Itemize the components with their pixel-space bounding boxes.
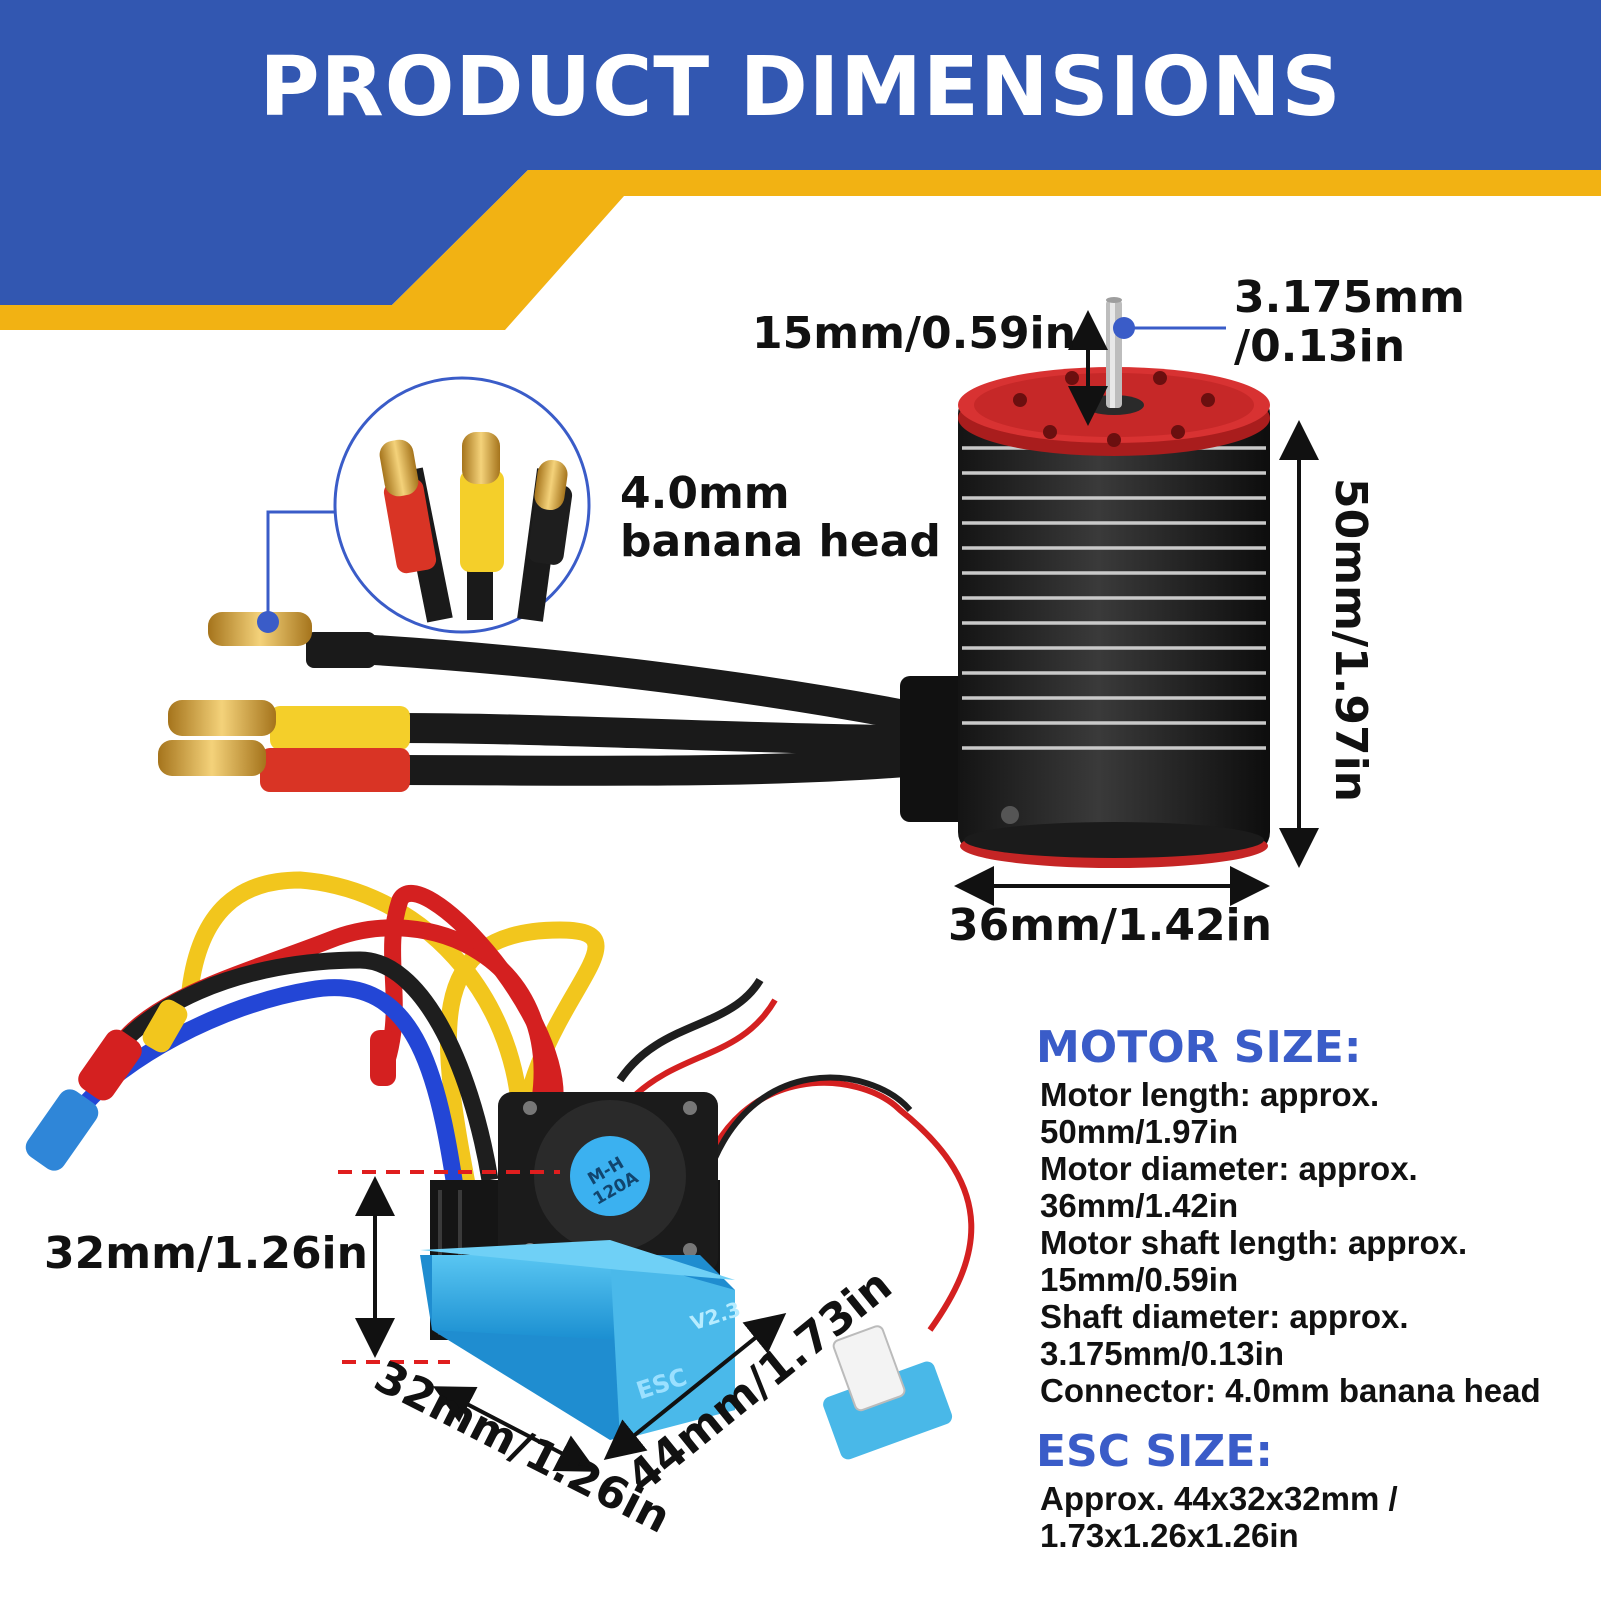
page-title: PRODUCT DIMENSIONS xyxy=(259,40,1342,135)
spec-line: 50mm/1.97in xyxy=(1040,1113,1239,1150)
shaft-diameter-label-line1: 3.175mm xyxy=(1234,272,1465,323)
shaft-diameter-label-line2: /0.13in xyxy=(1234,321,1406,372)
esc-size-list: Approx. 44x32x32mm / 1.73x1.26x1.26in xyxy=(1040,1480,1398,1554)
header-banner xyxy=(0,0,1601,340)
spec-line: 1.73x1.26x1.26in xyxy=(1040,1517,1299,1554)
spec-line: Motor diameter: approx. xyxy=(1040,1150,1418,1187)
esc-height-label: 32mm/1.26in xyxy=(44,1228,368,1279)
shaft-length-label: 15mm/0.59in xyxy=(752,308,1076,359)
spec-line: Connector: 4.0mm banana head xyxy=(1040,1372,1541,1409)
connector-zoom xyxy=(257,376,591,634)
spec-line: 36mm/1.42in xyxy=(1040,1187,1239,1224)
spec-line: Motor shaft length: approx. xyxy=(1040,1224,1468,1261)
connector-label-line1: 4.0mm xyxy=(620,468,790,519)
connector-label-line2: banana head xyxy=(620,516,941,567)
motor-size-heading: MOTOR SIZE: xyxy=(1036,1022,1362,1073)
motor-length-label: 50mm/1.97in xyxy=(1325,478,1377,802)
motor-size-list: Motor length: approx. 50mm/1.97in Motor … xyxy=(1040,1076,1541,1409)
esc xyxy=(25,871,975,1460)
spec-line: 15mm/0.59in xyxy=(1040,1261,1239,1298)
motor-diameter-label: 36mm/1.42in xyxy=(948,900,1272,951)
esc-size-heading: ESC SIZE: xyxy=(1036,1426,1273,1477)
spec-line: Shaft diameter: approx. xyxy=(1040,1298,1409,1335)
spec-line: Approx. 44x32x32mm / xyxy=(1040,1480,1398,1517)
spec-line: Motor length: approx. xyxy=(1040,1076,1380,1113)
spec-line: 3.175mm/0.13in xyxy=(1040,1335,1284,1372)
motor xyxy=(158,297,1270,868)
